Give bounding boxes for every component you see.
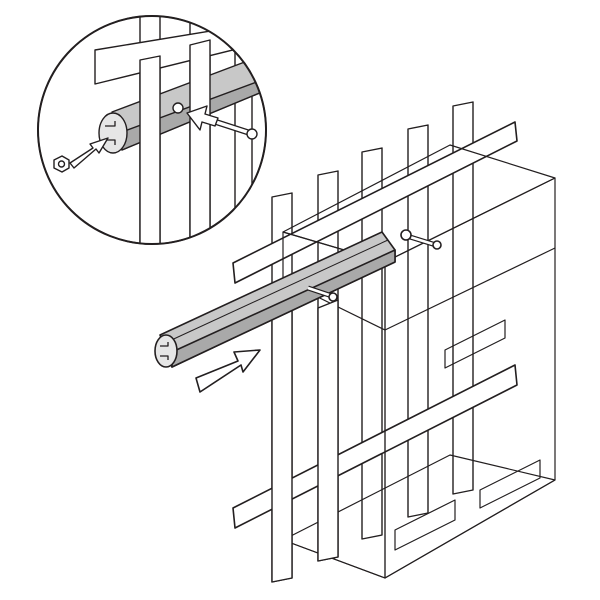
picket-group-front (271, 295, 339, 583)
bolt-lower (307, 285, 338, 302)
top-cross-board (232, 121, 518, 284)
detail-magnifier (37, 15, 267, 245)
bolt-upper (400, 229, 442, 250)
detail-bolt-hole (172, 102, 184, 114)
detail-rail-profile (98, 112, 128, 154)
bottom-cross-board (232, 364, 518, 529)
insert-direction-arrow-icon (195, 349, 261, 393)
detail-bolt-arrow (186, 105, 219, 131)
detail-nut-arrow (69, 137, 109, 169)
rail-end-profile (154, 334, 178, 368)
main-assembly (154, 101, 556, 583)
aluminum-rail (154, 231, 396, 368)
nut-icon (53, 155, 70, 173)
